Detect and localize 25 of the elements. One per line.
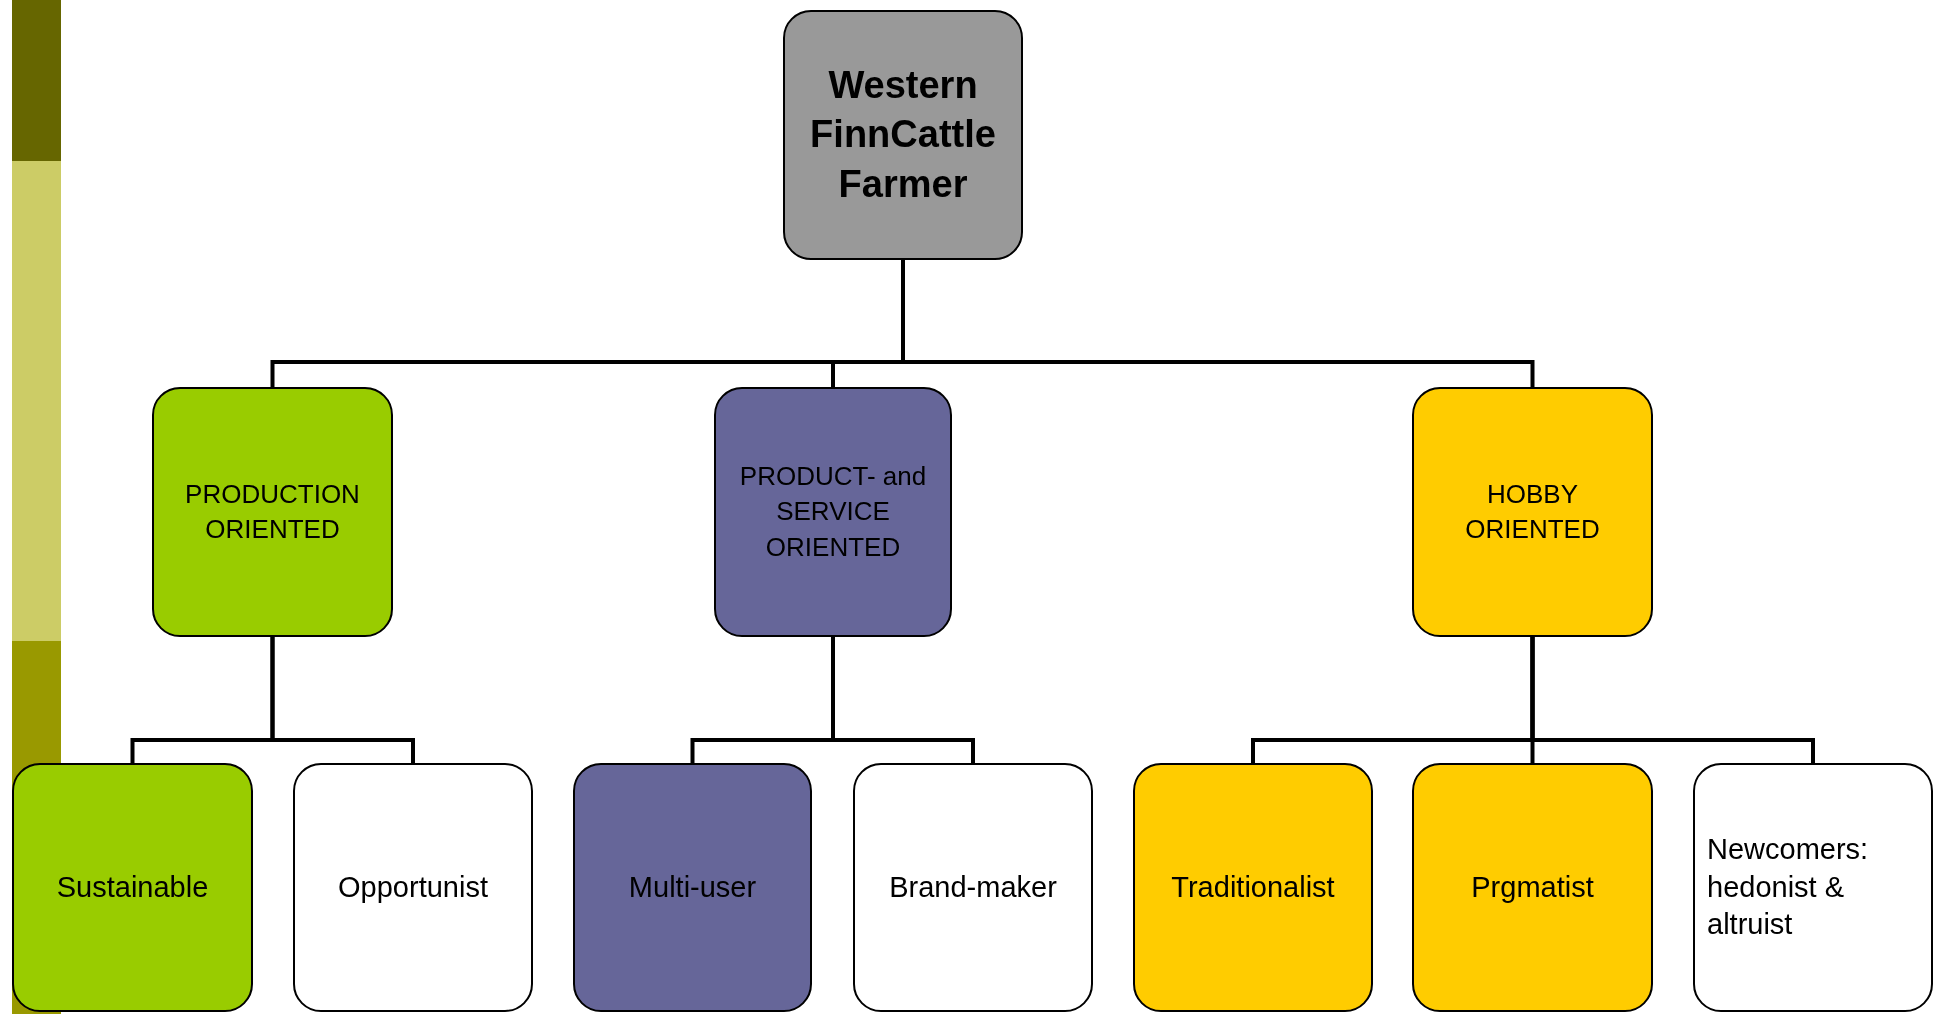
connector-line (831, 637, 975, 763)
category-box (12, 763, 253, 1012)
box-label: Sustainable (56, 869, 209, 905)
category-box (1693, 763, 1933, 1012)
category-box (1412, 763, 1653, 1012)
box-label: Traditionalist (1171, 869, 1335, 905)
category-box (714, 387, 952, 637)
box-label: Western FinnCattle Farmer (809, 62, 997, 207)
category-box (293, 763, 533, 1012)
box-label: PRODUCTION ORIENTED (184, 477, 361, 546)
connector-line (270, 637, 415, 763)
box-label: Multi-user (628, 869, 757, 905)
box-label: Opportunist (338, 869, 488, 905)
box-label: Brand-maker (889, 869, 1057, 905)
category-box (1412, 387, 1653, 637)
box-label: HOBBY ORIENTED (1464, 477, 1601, 546)
box-label: Prgmatist (1471, 869, 1594, 905)
category-box (573, 763, 812, 1012)
box-label: Newcomers: hedonist & altruist (1707, 831, 1870, 943)
connector-line (1530, 637, 1815, 763)
category-box (1133, 763, 1373, 1012)
category-box (152, 387, 393, 637)
box-label: PRODUCT- and SERVICE ORIENTED (738, 460, 928, 564)
category-box (853, 763, 1093, 1012)
category-box (783, 10, 1023, 260)
